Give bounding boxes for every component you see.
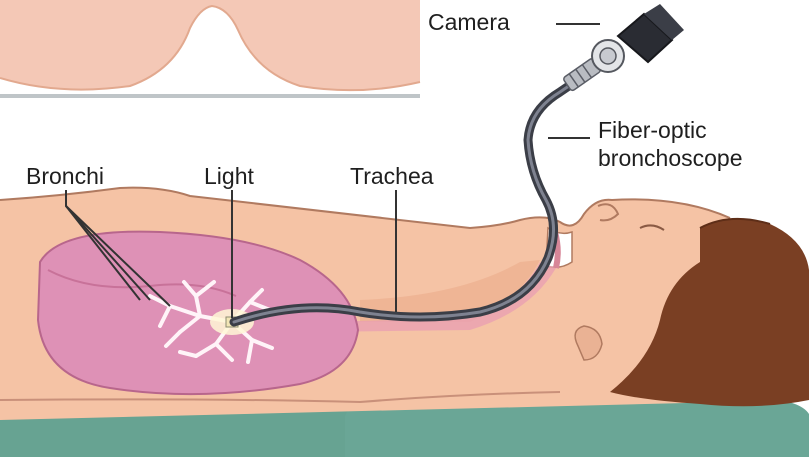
inset-panel [0,0,420,98]
fiber-optic-label-line1: Fiber-optic [598,118,707,142]
light-label: Light [204,164,254,188]
camera-label: Camera [428,10,510,34]
bronchoscope-handle [563,40,624,91]
bronchi-label: Bronchi [26,164,104,188]
camera-device [618,4,684,62]
trachea-label: Trachea [350,164,434,188]
fiber-optic-label-line2: bronchoscope [598,146,743,170]
